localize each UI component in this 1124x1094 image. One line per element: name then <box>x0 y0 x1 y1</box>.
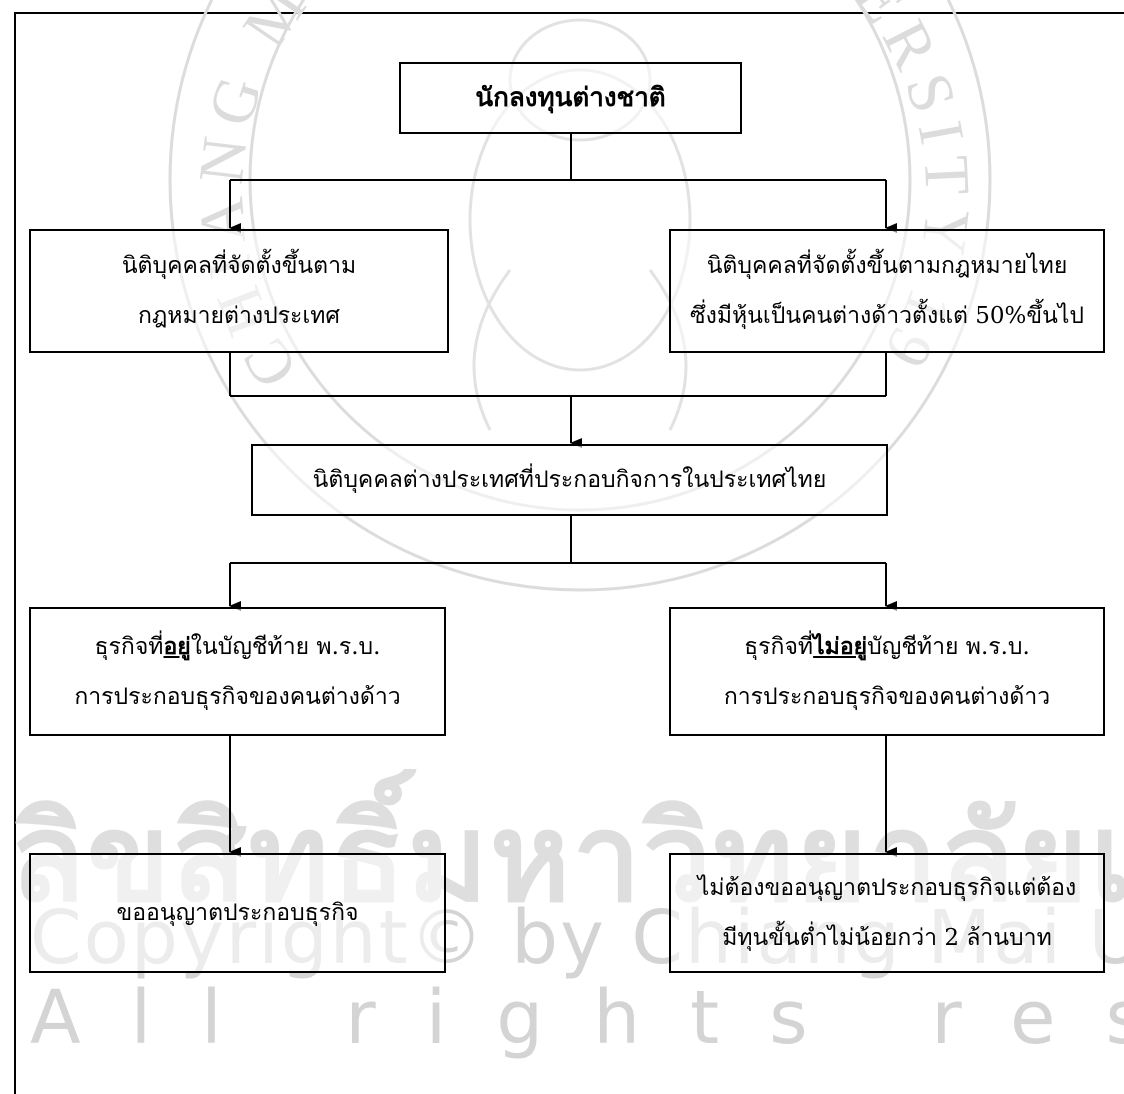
node-in-list-prefix: ธุรกิจที่ <box>94 633 164 660</box>
node-apply-license: ขออนุญาตประกอบธุรกิจ <box>29 853 446 973</box>
node-no-license-line2: มีทุนขั้นต่ำไม่น้อยกว่า 2 ล้านบาท <box>722 925 1052 951</box>
node-apply-license-label: ขออนุญาตประกอบธุรกิจ <box>116 900 359 926</box>
node-in-list-emphasis: อยู่ <box>163 632 191 660</box>
node-in-list-line1: ธุรกิจที่อยู่ในบัญชีท้าย พ.ร.บ. <box>74 622 400 672</box>
node-not-in-list-line1: ธุรกิจที่ไม่อยู่บัญชีท้าย พ.ร.บ. <box>724 622 1050 672</box>
node-foreign-investor-label: นักลงทุนต่างชาติ <box>475 83 666 113</box>
node-in-list-suffix: ในบัญชีท้าย พ.ร.บ. <box>190 633 381 660</box>
node-business-in-list: ธุรกิจที่อยู่ในบัญชีท้าย พ.ร.บ. การประกอ… <box>29 607 446 736</box>
watermark-rights: All rights reserved <box>30 975 1124 1061</box>
page-frame <box>14 12 1124 1094</box>
node-operating-in-thailand: นิติบุคคลต่างประเทศที่ประกอบกิจการในประเ… <box>251 444 888 516</box>
node-no-license-line1: ไม่ต้องขออนุญาตประกอบธุรกิจแต่ต้อง <box>697 875 1077 901</box>
node-no-license-min-capital: ไม่ต้องขออนุญาตประกอบธุรกิจแต่ต้อง มีทุน… <box>669 853 1105 973</box>
node-thai-law-line2: ซึ่งมีหุ้นเป็นคนต่างด้าวตั้งแต่ 50%ขึ้นไ… <box>690 303 1084 329</box>
node-not-in-list-prefix: ธุรกิจที่ <box>744 633 814 660</box>
node-not-in-list-emphasis: ไม่อยู่ <box>813 632 868 660</box>
node-foreign-law-entity: นิติบุคคลที่จัดตั้งขึ้นตาม กฎหมายต่างประ… <box>29 229 449 353</box>
node-business-not-in-list: ธุรกิจที่ไม่อยู่บัญชีท้าย พ.ร.บ. การประก… <box>669 607 1105 736</box>
node-operating-label: นิติบุคคลต่างประเทศที่ประกอบกิจการในประเ… <box>312 467 827 493</box>
node-not-in-list-line2: การประกอบธุรกิจของคนต่างด้าว <box>723 683 1051 710</box>
node-foreign-law-line2: กฎหมายต่างประเทศ <box>137 303 341 329</box>
node-in-list-line2: การประกอบธุรกิจของคนต่างด้าว <box>74 683 401 710</box>
node-not-in-list-suffix: บัญชีท้าย พ.ร.บ. <box>867 633 1030 660</box>
node-foreign-investor: นักลงทุนต่างชาติ <box>399 62 742 134</box>
node-thai-law-line1: นิติบุคคลที่จัดตั้งขึ้นตามกฎหมายไทย <box>706 253 1068 279</box>
node-foreign-law-line1: นิติบุคคลที่จัดตั้งขึ้นตาม <box>121 253 357 279</box>
node-thai-law-entity: นิติบุคคลที่จัดตั้งขึ้นตามกฎหมายไทย ซึ่ง… <box>669 229 1105 353</box>
